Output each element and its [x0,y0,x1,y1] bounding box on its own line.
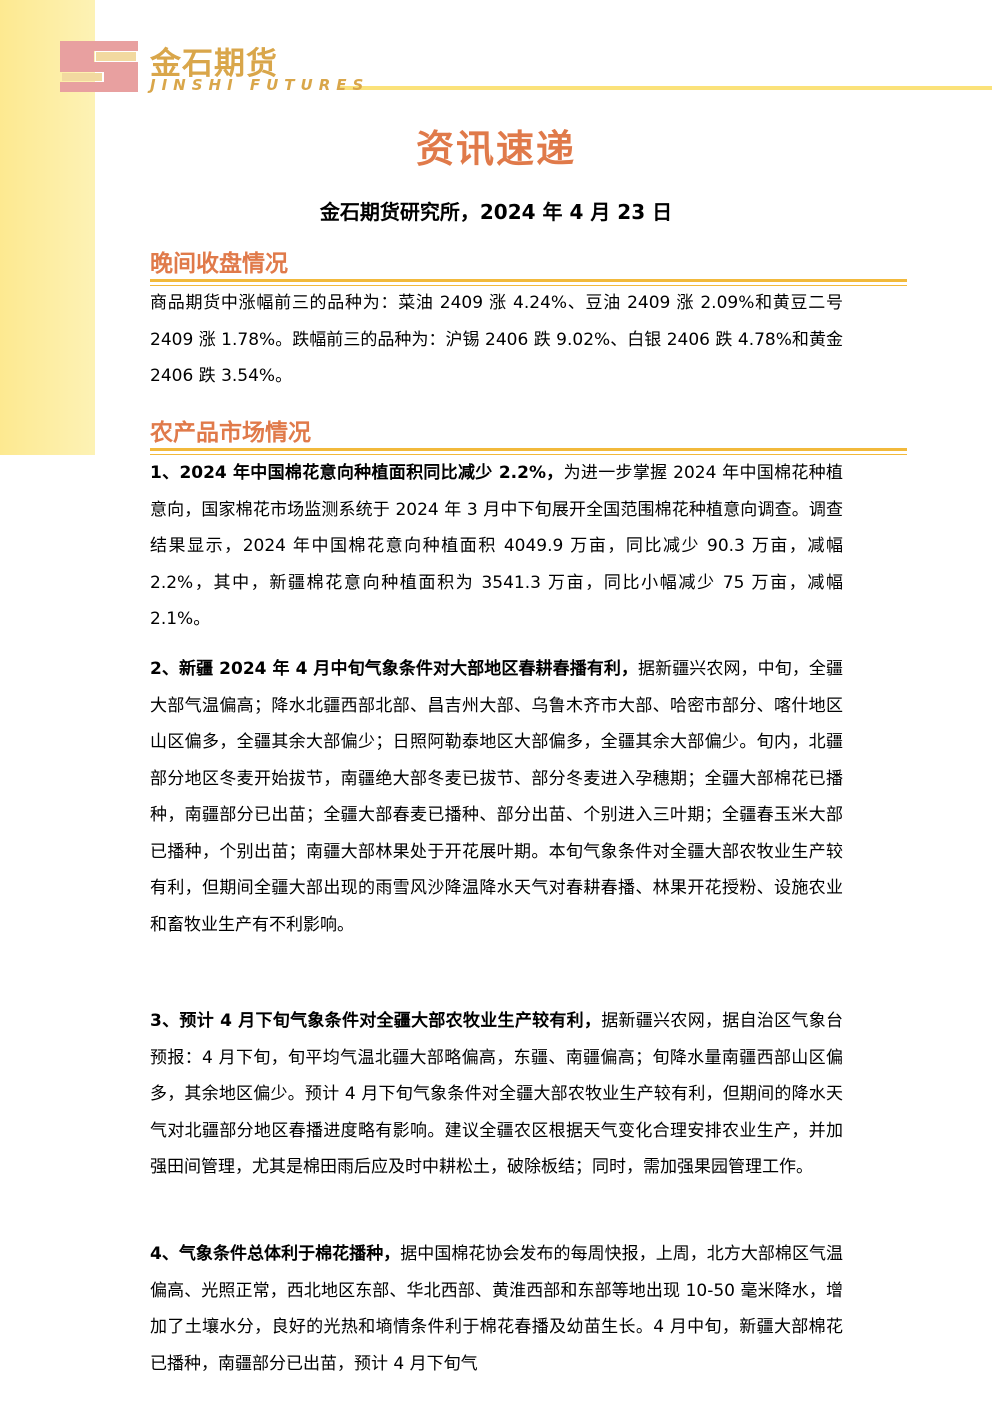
header-divider [340,86,992,90]
agri-item-2-lead: 2、新疆 2024 年 4 月中旬气象条件对大部地区春耕春播有利， [150,659,639,679]
section-heading-night-close: 晚间收盘情况 [150,251,288,277]
agri-item-1: 1、2024 年中国棉花意向种植面积同比减少 2.2%，为进一步掌握 2024 … [150,455,843,638]
company-logo: 金石期货 JINSHI FUTURES [58,38,363,98]
logo-name-cn: 金石期货 [150,46,278,82]
section-heading-agri: 农产品市场情况 [150,420,311,446]
page-subtitle: 金石期货研究所，2024 年 4 月 23 日 [319,200,673,224]
agri-item-1-lead: 1、2024 年中国棉花意向种植面积同比减少 2.2%， [150,463,564,483]
agri-item-3-lead: 3、预计 4 月下旬气象条件对全疆大部农牧业生产较有利， [150,1011,602,1031]
agri-item-3-text: 据新疆兴农网，据自治区气象台预报：4 月下旬，旬平均气温北疆大部略偏高，东疆、南… [150,1011,844,1177]
page-title: 资讯速递 [415,127,576,171]
section-rule [150,279,907,286]
section-rule [150,448,907,455]
logo-mark-icon [60,41,138,92]
night-close-paragraph: 商品期货中涨幅前三的品种为：菜油 2409 涨 4.24%、豆油 2409 涨 … [150,293,843,386]
agri-item-4-lead: 4、气象条件总体利于棉花播种， [150,1244,401,1264]
agri-item-1-text: 为进一步掌握 2024 年中国棉花种植意向，国家棉花市场监测系统于 2024 年… [150,463,843,629]
agri-item-3: 3、预计 4 月下旬气象条件对全疆大部农牧业生产较有利，据新疆兴农网，据自治区气… [150,1003,843,1186]
agri-item-4: 4、气象条件总体利于棉花播种，据中国棉花协会发布的每周快报，上周，北方大部棉区气… [150,1236,843,1382]
agri-item-2: 2、新疆 2024 年 4 月中旬气象条件对大部地区春耕春播有利，据新疆兴农网，… [150,651,843,943]
agri-item-2-text: 据新疆兴农网，中旬，全疆大部气温偏高；降水北疆西部北部、昌吉州大部、乌鲁木齐市大… [150,659,843,935]
agri-item-4-text: 据中国棉花协会发布的每周快报，上周，北方大部棉区气温偏高、光照正常，西北地区东部… [150,1244,844,1374]
logo-name-en: JINSHI FUTURES [150,76,370,94]
